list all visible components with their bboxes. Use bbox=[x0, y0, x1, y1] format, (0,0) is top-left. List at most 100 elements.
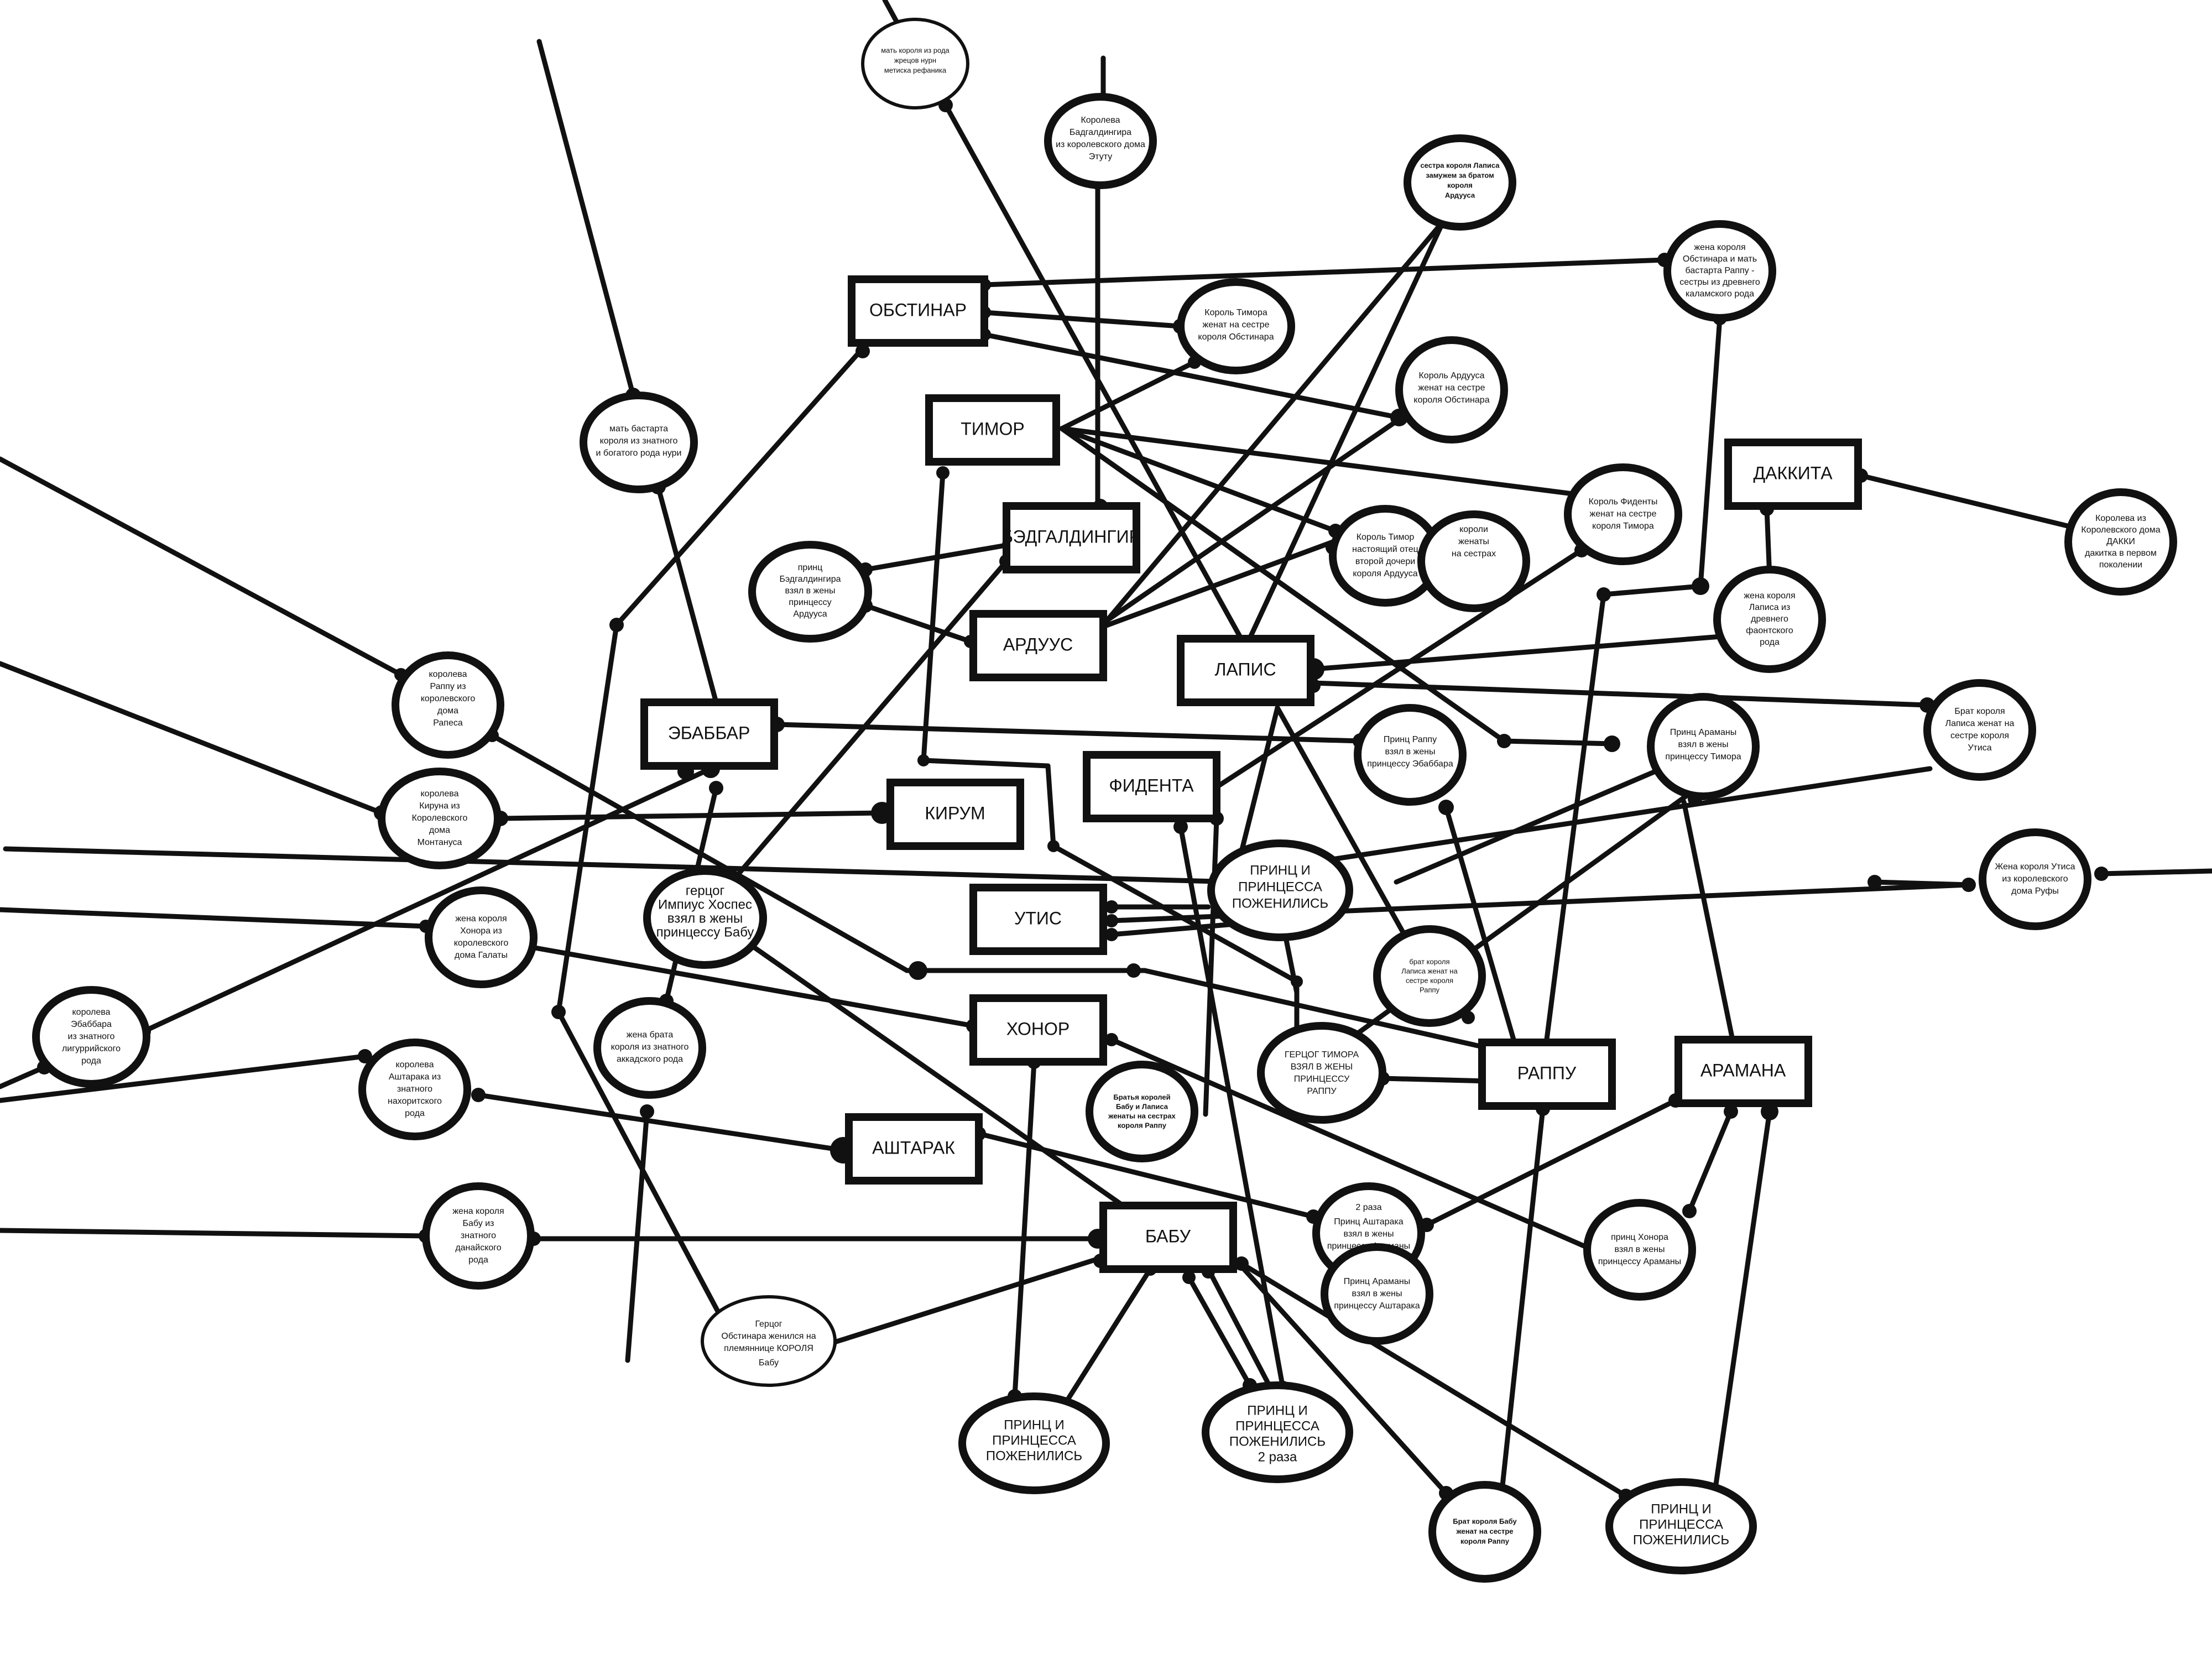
note-text-line: женаты на сестрах bbox=[1108, 1112, 1176, 1120]
note-text-line: ПРИНЦ И bbox=[1247, 1403, 1308, 1418]
note-text-line: рода bbox=[1760, 638, 1780, 647]
note-king-fidenta: Король Фиденты женат на сестре короля Ти… bbox=[1564, 463, 1682, 565]
note-text-line: взял в жены bbox=[667, 911, 743, 926]
note-text-line: Король Фиденты bbox=[1589, 497, 1658, 507]
note-wife-obstinar: жена короля Обстинара и мать бастарта Ра… bbox=[1663, 220, 1776, 322]
note-text-line: жена короля bbox=[1744, 591, 1795, 601]
note-text-line: ПРИНЦ И bbox=[1250, 863, 1311, 878]
note-text-line: жрецов нурн bbox=[894, 56, 936, 64]
note-brothers-babu-lapis: Братья королей Бабу и Лаписа женаты на с… bbox=[1086, 1061, 1198, 1162]
note-text-line: ПРИНЦ И bbox=[1651, 1501, 1712, 1516]
note-text-line: бастарта Раппу - bbox=[1686, 266, 1755, 275]
note-text-line: второй дочери bbox=[1355, 557, 1415, 566]
note-mother-bastard: мать бастарта короля из знатного и богат… bbox=[580, 392, 698, 493]
kingdom-label-rappu: РАППУ bbox=[1517, 1063, 1577, 1083]
note-text-line: Лаписа женат на bbox=[1945, 719, 2015, 728]
note-text-line: Ардууса bbox=[1445, 191, 1475, 199]
note-text-line: Эбаббара bbox=[71, 1020, 112, 1029]
note-text-line: Король Тимор bbox=[1357, 533, 1415, 542]
note-text-line: 2 раза bbox=[1355, 1203, 1381, 1212]
kingdom-box-ebabbar: ЭБАББАР bbox=[640, 698, 778, 770]
note-text-line: ПРИНЦЕССА bbox=[992, 1433, 1076, 1448]
note-wife-honor: жена короля Хонора из королевского дома … bbox=[425, 886, 538, 988]
note-sister-lapis: сестра короля Лаписа замужем за братом к… bbox=[1404, 134, 1516, 231]
note-text-line: Королева из bbox=[2095, 514, 2146, 523]
note-text-line: Бабу из bbox=[463, 1219, 494, 1228]
note-text-line: ПОЖЕНИЛИСЬ bbox=[1232, 896, 1328, 911]
kingdom-box-lapis: ЛАПИС bbox=[1177, 635, 1314, 706]
note-text-line: короля Обстинара bbox=[1198, 332, 1274, 342]
note-text-line: королевского bbox=[454, 938, 509, 948]
note-text-line: Бабу и Лаписа bbox=[1116, 1102, 1168, 1110]
note-text-line: ПРИНЦЕССА bbox=[1238, 879, 1322, 894]
note-text-line: дома bbox=[429, 826, 450, 835]
note-mother-priest: мать короля из рода жрецов нурн метиска … bbox=[861, 18, 969, 109]
kingdom-box-obstinar: ОБСТИНАР bbox=[848, 275, 988, 347]
note-text-line: Раппу из bbox=[430, 682, 466, 691]
note-text-line: Королева bbox=[1081, 116, 1120, 125]
note-married-c: ПРИНЦ И ПРИНЦЕССА ПОЖЕНИЛИСЬ bbox=[1605, 1478, 1757, 1574]
note-text-line: дома Галаты bbox=[455, 951, 508, 960]
note-prince-badgaldingir: принц Бэдгалдингира взял в жены принцесс… bbox=[748, 541, 872, 643]
note-text-line: принцессу Аштарака bbox=[1334, 1301, 1420, 1311]
note-text-line: дома Руфы bbox=[2011, 886, 2059, 896]
note-text-line: Король Ардууса bbox=[1418, 371, 1484, 380]
note-text-line: ПОЖЕНИЛИСЬ bbox=[986, 1448, 1082, 1463]
note-text-line: женаты bbox=[1458, 537, 1489, 546]
note-text-line: королева bbox=[429, 670, 467, 679]
note-text-line: принцессу Эбаббара bbox=[1367, 759, 1453, 769]
note-text-line: знатного bbox=[397, 1084, 432, 1094]
kingdom-label-ashtarak: АШТАРАК bbox=[872, 1138, 955, 1157]
note-prince-rappu: Принц Раппу взял в жены принцессу Эбабба… bbox=[1354, 704, 1467, 806]
note-text-line: жена короля bbox=[452, 1207, 504, 1216]
note-text-line: рода bbox=[81, 1056, 101, 1066]
note-brother-lapis: Брат короля Лаписа женат на сестре корол… bbox=[1923, 679, 2036, 781]
kingdom-box-timor: ТИМОР bbox=[925, 394, 1060, 466]
note-text-line: Хонора из bbox=[460, 926, 502, 936]
note-text-line: лигуррийского bbox=[62, 1044, 121, 1053]
note-text-line: Ардууса bbox=[793, 609, 827, 619]
note-text-line: аккадского рода bbox=[617, 1055, 683, 1064]
note-text-line: мать короля из рода bbox=[881, 46, 950, 54]
note-married-utis: ПРИНЦ И ПРИНЦЕССА ПОЖЕНИЛИСЬ bbox=[1207, 839, 1353, 941]
note-prince-aramana-ashtarak: Принц Араманы взял в жены принцессу Ашта… bbox=[1321, 1243, 1433, 1345]
note-text-line: Этуту bbox=[1089, 152, 1113, 161]
note-text-line: женат на сестре bbox=[1418, 383, 1485, 393]
note-text-line: Королевского дома bbox=[2081, 525, 2160, 535]
note-text-line: взял в жены bbox=[1385, 747, 1436, 757]
note-text-line: королева bbox=[421, 789, 459, 799]
note-text-line: взял в жены bbox=[1344, 1229, 1394, 1239]
note-text-line: ПОЖЕНИЛИСЬ bbox=[1633, 1532, 1729, 1547]
note-text-line: Принц Араманы bbox=[1344, 1277, 1410, 1286]
note-text-line: на сестрах bbox=[1452, 549, 1496, 559]
kingdom-label-lapis: ЛАПИС bbox=[1214, 659, 1276, 679]
note-duke-obstinar: Герцог Обстинара женился на племяннице К… bbox=[701, 1295, 837, 1387]
note-text-line: замужем за братом bbox=[1426, 171, 1494, 179]
note-text-line: знатного bbox=[461, 1231, 496, 1240]
note-text-line: принцессу bbox=[789, 598, 831, 607]
note-text-line: Монтануса bbox=[418, 838, 462, 847]
note-text-line: принцессу Араманы bbox=[1598, 1257, 1681, 1266]
note-text-line: Брат короля bbox=[1954, 707, 2005, 716]
note-text-line: из королевского дома bbox=[1056, 140, 1145, 149]
note-text-line: женат на сестре bbox=[1455, 1527, 1513, 1535]
note-text-line: сестры из древнего bbox=[1679, 278, 1760, 287]
kingdom-label-obstinar: ОБСТИНАР bbox=[869, 300, 967, 320]
note-queen-ebabbar: королева Эбаббара из знатного лигуррийск… bbox=[32, 986, 150, 1088]
note-kings-sisters: короли женаты на сестрах bbox=[1417, 510, 1530, 612]
kingdom-box-honor: ХОНОР bbox=[969, 994, 1107, 1066]
kingdom-box-utis: УТИС bbox=[969, 884, 1107, 955]
note-text-line: Обстинара женился на bbox=[721, 1332, 816, 1341]
note-text-line: древнего bbox=[1751, 614, 1788, 624]
note-text-line: ПРИНЦЕССА bbox=[1639, 1517, 1723, 1532]
kingdom-label-honor: ХОНОР bbox=[1006, 1019, 1070, 1039]
connection-lines bbox=[0, 0, 2212, 1499]
note-text-line: герцог bbox=[686, 883, 725, 898]
note-text-line: ПРИНЦЕССУ bbox=[1294, 1074, 1350, 1084]
note-queen-dakki: Королева из Королевского дома ДАККИ даки… bbox=[2064, 488, 2177, 596]
kingdom-label-ebabbar: ЭБАББАР bbox=[668, 723, 750, 743]
note-king-timor-obstinar: Король Тимора женат на сестре короля Обс… bbox=[1177, 278, 1295, 374]
note-text-line: брат короля bbox=[1409, 957, 1449, 966]
note-text-line: короля Раппу bbox=[1460, 1537, 1510, 1545]
note-text-line: Лаписа из bbox=[1749, 603, 1791, 612]
